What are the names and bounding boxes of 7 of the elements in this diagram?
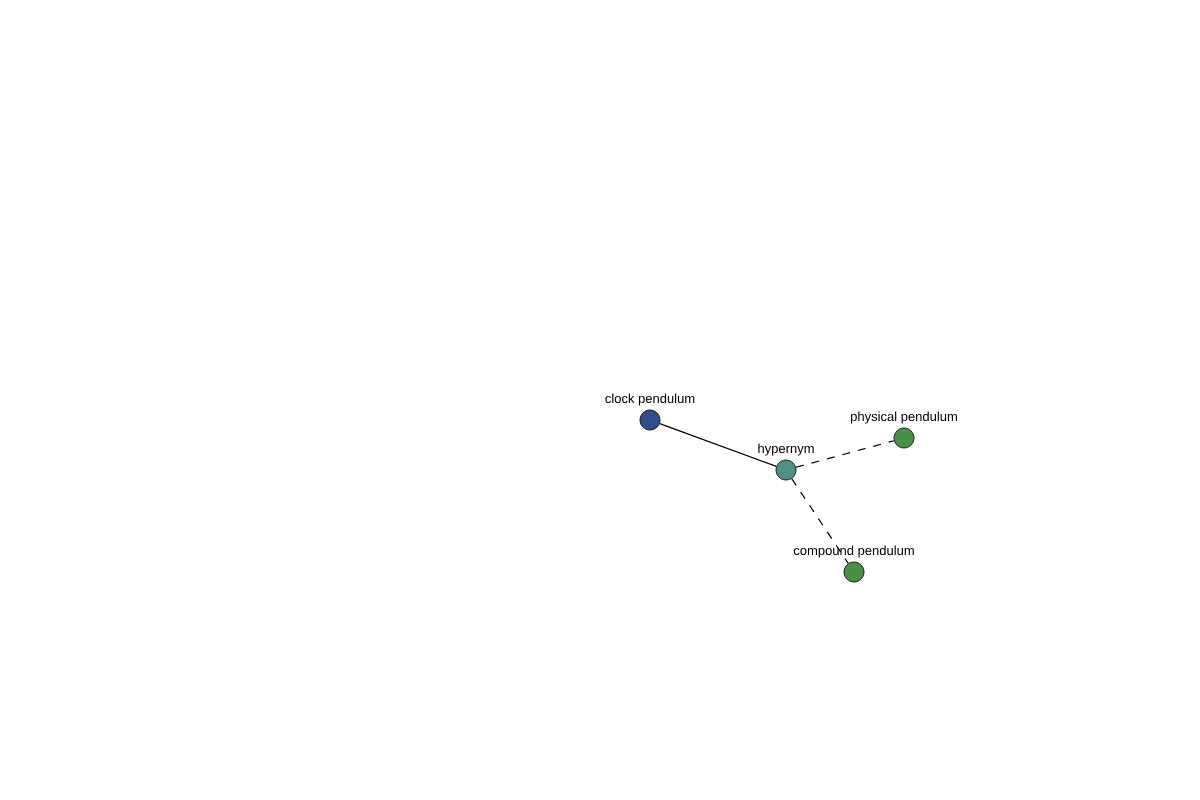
node-circle	[639, 409, 661, 431]
node-circle	[893, 427, 915, 449]
node-circle	[775, 459, 797, 481]
node-circle	[843, 561, 865, 583]
connector-line	[659, 423, 777, 468]
connector-line	[795, 440, 895, 468]
connector-line	[791, 478, 849, 564]
